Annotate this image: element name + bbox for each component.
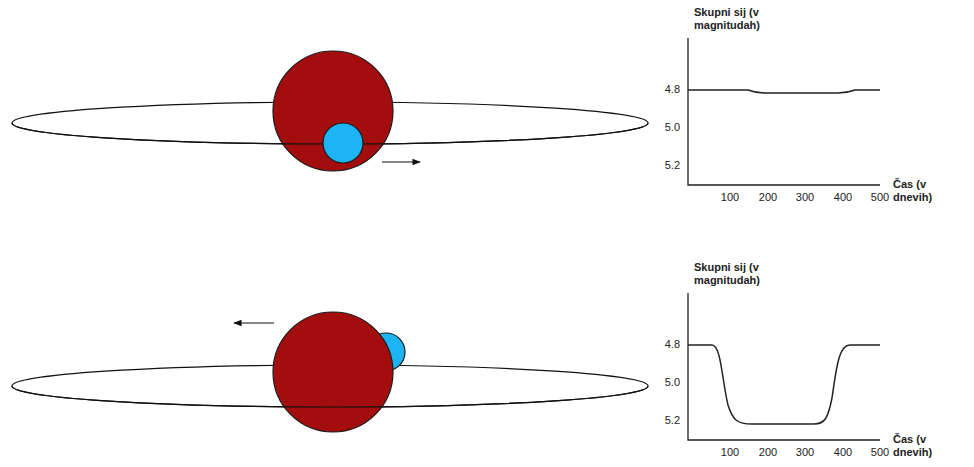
orbit-front-arc — [12, 386, 648, 407]
axis-title: Skupni sij (v magnitudah) — [694, 6, 786, 32]
tick-label: 100 — [713, 191, 747, 204]
motion-arrow — [234, 322, 274, 323]
tick-label: 5.0 — [644, 376, 680, 389]
light-curve — [688, 345, 880, 424]
tick-label: 200 — [751, 191, 785, 204]
tick-label: 400 — [826, 191, 860, 204]
axis-title: Čas (v dnevih) — [893, 433, 957, 459]
light-curve — [688, 90, 880, 93]
tick-label: 5.0 — [644, 121, 680, 134]
tick-label: 500 — [863, 191, 897, 204]
blue-star — [323, 123, 363, 163]
tick-label: 5.2 — [644, 159, 680, 172]
red-star — [273, 51, 393, 171]
motion-arrow — [382, 161, 420, 162]
tick-label: 100 — [713, 446, 747, 459]
tick-label: 200 — [751, 446, 785, 459]
axis-title: Skupni sij (v magnitudah) — [694, 261, 786, 287]
tick-label: 4.8 — [644, 338, 680, 351]
tick-label: 400 — [826, 446, 860, 459]
red-star — [273, 312, 393, 432]
chart-axes — [688, 38, 880, 185]
tick-label: 4.8 — [644, 83, 680, 96]
axis-title: Čas (v dnevih) — [893, 178, 957, 204]
tick-label: 300 — [788, 191, 822, 204]
chart-axes — [688, 293, 880, 440]
tick-label: 5.2 — [644, 414, 680, 427]
tick-label: 500 — [863, 446, 897, 459]
tick-label: 300 — [788, 446, 822, 459]
